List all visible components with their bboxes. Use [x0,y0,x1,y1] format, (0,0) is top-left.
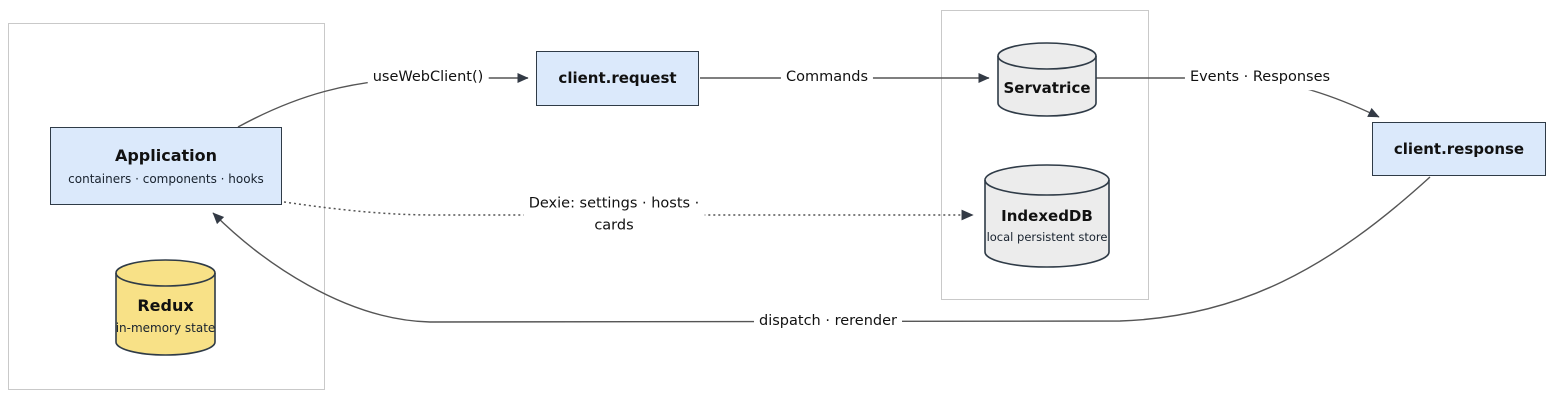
servatrice-cylinder-top [997,55,1097,70]
edge-label-dispatch-rerender: dispatch · rerender [754,310,902,334]
indexeddb-cylinder-top [984,179,1110,196]
servatrice-cylinder [997,42,1097,117]
edge-label-events-responses: Events · Responses [1184,66,1336,90]
node-client-response: client.response [1372,122,1546,176]
edge-label-dexie-line1: Dexie: settings · hosts · [528,195,700,212]
edge-label-use-web-client: useWebClient() [367,66,489,90]
redux-cylinder [115,259,216,356]
servatrice-cylinder-body [997,42,1097,117]
edge-label-dexie-line2: cards [594,217,634,233]
node-client-request: client.request [536,51,699,106]
indexeddb-cylinder-body [984,164,1110,268]
client-response-title: client.response [1393,139,1525,158]
redux-cylinder-top [115,272,216,287]
indexeddb-cylinder [984,164,1110,268]
edge-label-dexie: Dexie: settings · hosts · cards [523,192,705,238]
edge-dispatch-rerender [212,176,1431,323]
redux-cylinder-body [115,259,216,356]
application-title: Application [114,145,218,165]
edge-dexie [283,201,974,221]
client-request-title: client.request [558,69,677,87]
edge-label-commands: Commands [780,66,874,90]
application-subtitle: containers · components · hooks [68,171,264,186]
node-application: Application containers · components · ho… [50,127,282,205]
